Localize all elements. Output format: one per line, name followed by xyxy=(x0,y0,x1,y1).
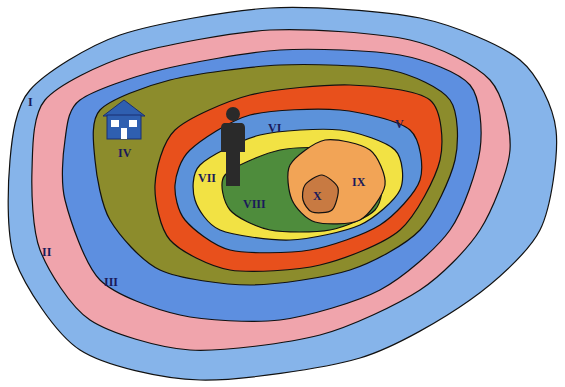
zone-outline xyxy=(284,134,391,228)
zone-shape xyxy=(8,7,556,380)
zone-shape xyxy=(175,109,422,253)
zone-number: V xyxy=(395,118,404,131)
zone-band: V VI VII VIII IX X xyxy=(149,79,446,276)
zone-number: X xyxy=(313,190,322,203)
zone-band: IIIIIIIVVVIVIIVIIIIXX xyxy=(4,2,562,386)
house-icon xyxy=(103,100,145,139)
zone-shape xyxy=(155,85,442,271)
zone-band: IIIIIIVVVIVIIVIIIIXX xyxy=(26,24,516,356)
zone-number: II xyxy=(42,246,51,259)
zone-band: IIIIVVVIVIIVIIIIXX xyxy=(59,44,486,326)
person-icon xyxy=(221,107,245,186)
zone-number: IX xyxy=(352,176,365,189)
zone-number: IV xyxy=(118,147,131,160)
zone-shape xyxy=(62,49,481,321)
zone-number: VIII xyxy=(243,198,266,211)
zone-band: IV V VI VII VIII IX X xyxy=(89,59,461,291)
zone-shape xyxy=(303,175,339,213)
zone-number: VII xyxy=(198,172,216,185)
zone-band: IX X xyxy=(284,134,391,228)
zone-number: I xyxy=(28,96,33,109)
zone-band: X xyxy=(297,169,344,218)
zone-shape xyxy=(93,65,457,285)
zone-number: III xyxy=(104,276,118,289)
zone-band: VI VII VIII IX X xyxy=(169,104,426,256)
zone-shape xyxy=(32,30,510,351)
zone-number: VI xyxy=(268,122,281,135)
zone-band: VIII IX X xyxy=(219,144,386,236)
zone-shape xyxy=(288,140,385,224)
